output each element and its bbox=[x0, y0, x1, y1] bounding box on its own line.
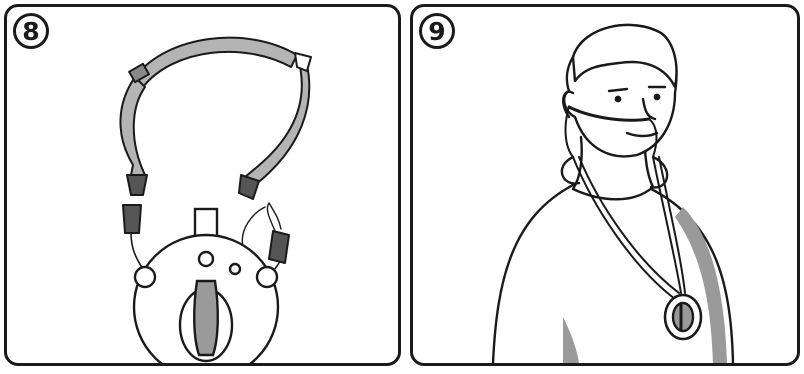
step-number-badge: 9 bbox=[419, 13, 455, 49]
nasal-cannula-wearer-icon bbox=[413, 7, 797, 363]
step-panel-9: 9 bbox=[410, 4, 800, 366]
headgear-strap-icon bbox=[7, 7, 398, 363]
oxygen-reservoir-icon bbox=[134, 209, 278, 363]
step-panel-8: 8 bbox=[4, 4, 401, 366]
step-number-badge: 8 bbox=[13, 13, 49, 49]
